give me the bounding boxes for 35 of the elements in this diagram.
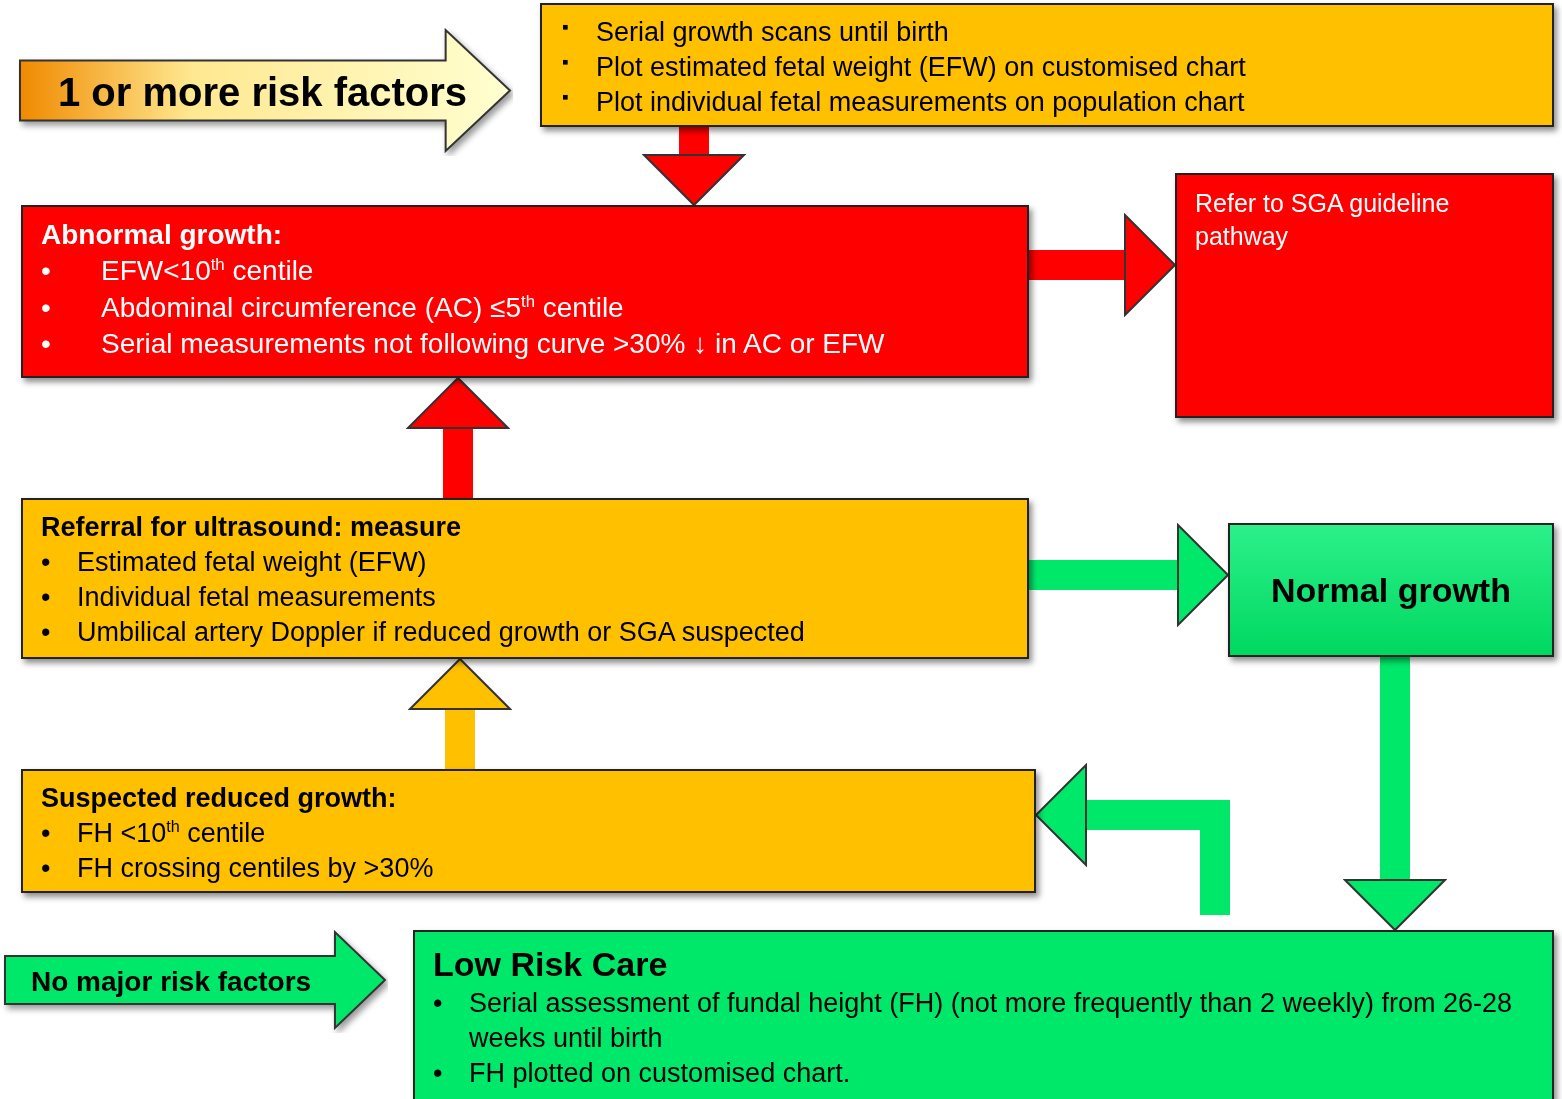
arrow-label: 1 or more risk factors (58, 69, 468, 115)
bullet-item: • FH crossing centiles by >30% (41, 852, 435, 886)
box-text: Normal growth (1271, 569, 1511, 611)
block-arrow (1029, 214, 1176, 316)
box-heading: Referral for ultrasound: measure (41, 511, 463, 544)
process-box (21, 498, 1029, 659)
bullet-item: ▪ Plot individual fetal measurements on population chart (562, 85, 1246, 120)
bullet-item: • Serial assessment of fundal height (FH) (not more frequently than 2 weekly) from 26-28 weeks until birth (433, 987, 1513, 1056)
process-box (540, 3, 1554, 127)
block-arrow (409, 658, 511, 769)
box-heading: Suspected reduced growth: (41, 782, 398, 815)
box-heading: Abnormal growth: (41, 218, 284, 252)
block-arrow (643, 127, 745, 206)
bullet-item: • Serial measurements not following curve >30% ↓ in AC or EFW (41, 327, 886, 362)
block-arrow (1344, 657, 1446, 931)
bullet-item: • Individual fetal measurements (41, 581, 437, 615)
process-box (1228, 523, 1554, 657)
bullet-item: • Estimated fetal weight (EFW) (41, 546, 428, 580)
bullet-item: ▪ Serial growth scans until birth (562, 15, 950, 49)
block-arrow (407, 377, 509, 498)
bullet-item: ▪ Plot estimated fetal weight (EFW) on customised chart (562, 50, 1247, 85)
process-box (1175, 173, 1554, 418)
bullet-item: • FH plotted on customised chart. (433, 1057, 852, 1091)
process-box (21, 769, 1036, 893)
bullet-item: • Abdominal circumference (AC) ≤5$^{th}$ centile (41, 290, 625, 325)
process-box (21, 205, 1029, 378)
box-text: Refer to SGA guideline pathway (1195, 188, 1451, 252)
arrow-label: No major risk factors (31, 965, 312, 998)
bullet-item: • EFW<10$^{th}$ centile (41, 254, 315, 289)
bullet-item: • Umbilical artery Doppler if reduced growth or SGA suspected (41, 616, 806, 650)
block-arrow (1035, 764, 1230, 915)
box-heading: Low Risk Care (433, 944, 669, 985)
bullet-item: • FH <10$^{th}$ centile (41, 816, 267, 851)
block-arrow (1029, 524, 1229, 626)
process-box (413, 930, 1554, 1099)
